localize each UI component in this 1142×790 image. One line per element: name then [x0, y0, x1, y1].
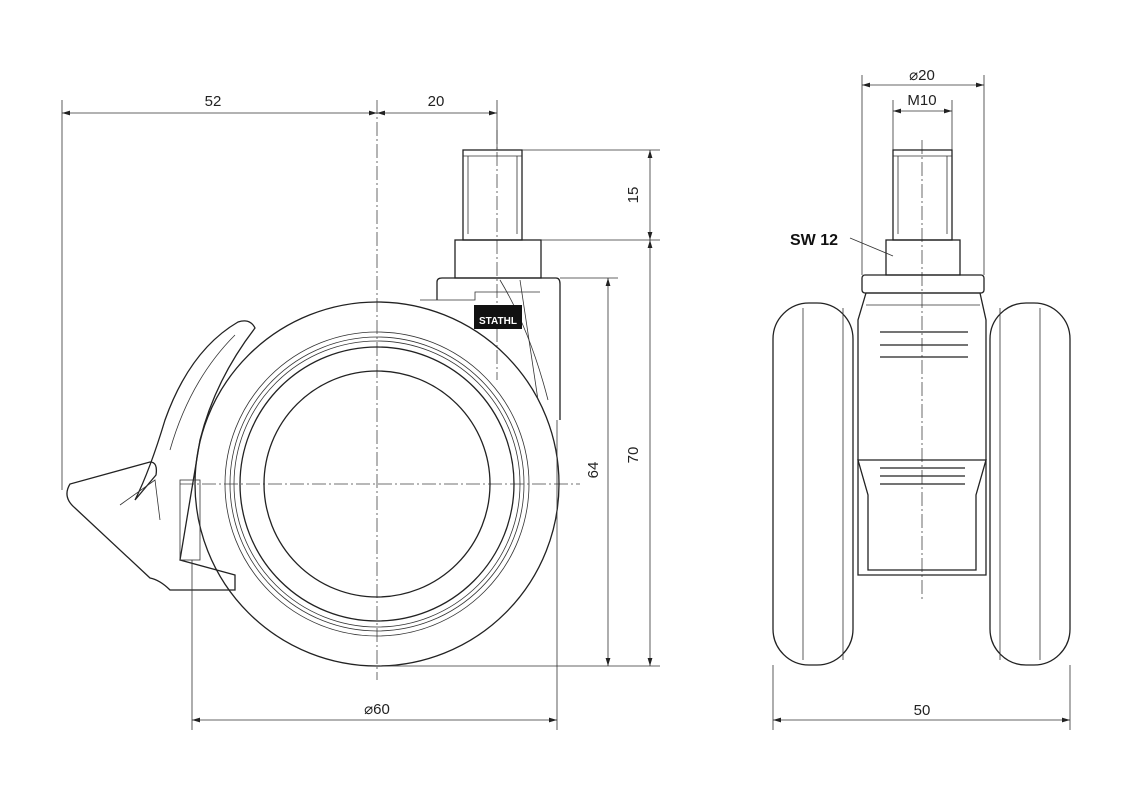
wheel — [194, 301, 560, 667]
dim-64: 64 — [585, 462, 602, 479]
dim-20: 20 — [428, 93, 445, 110]
dim-diameter-20: ⌀20 — [909, 67, 935, 84]
dim-thread-m10: M10 — [907, 92, 936, 109]
stem-and-housing — [420, 149, 561, 420]
right-wheel — [989, 302, 1071, 666]
dim-52: 52 — [205, 93, 222, 110]
wrench-size-label: SW 12 — [790, 232, 838, 249]
brake-lever — [66, 320, 256, 591]
dim-diameter-60: ⌀60 — [364, 701, 390, 718]
front-housing — [857, 292, 987, 576]
side-view: STATHL 52 20 15 70 — [61, 93, 660, 730]
brand-logo: STATHL — [474, 305, 522, 329]
dim-width-50: 50 — [914, 702, 931, 719]
side-dimensions — [61, 100, 660, 730]
front-view: ⌀20 M10 50 SW 12 — [772, 67, 1071, 730]
svg-text:STATHL: STATHL — [479, 316, 517, 327]
left-wheel — [772, 302, 854, 666]
dim-70: 70 — [625, 447, 642, 464]
dim-15: 15 — [625, 187, 642, 204]
front-dimensions — [772, 75, 1071, 730]
front-stem — [861, 149, 985, 294]
